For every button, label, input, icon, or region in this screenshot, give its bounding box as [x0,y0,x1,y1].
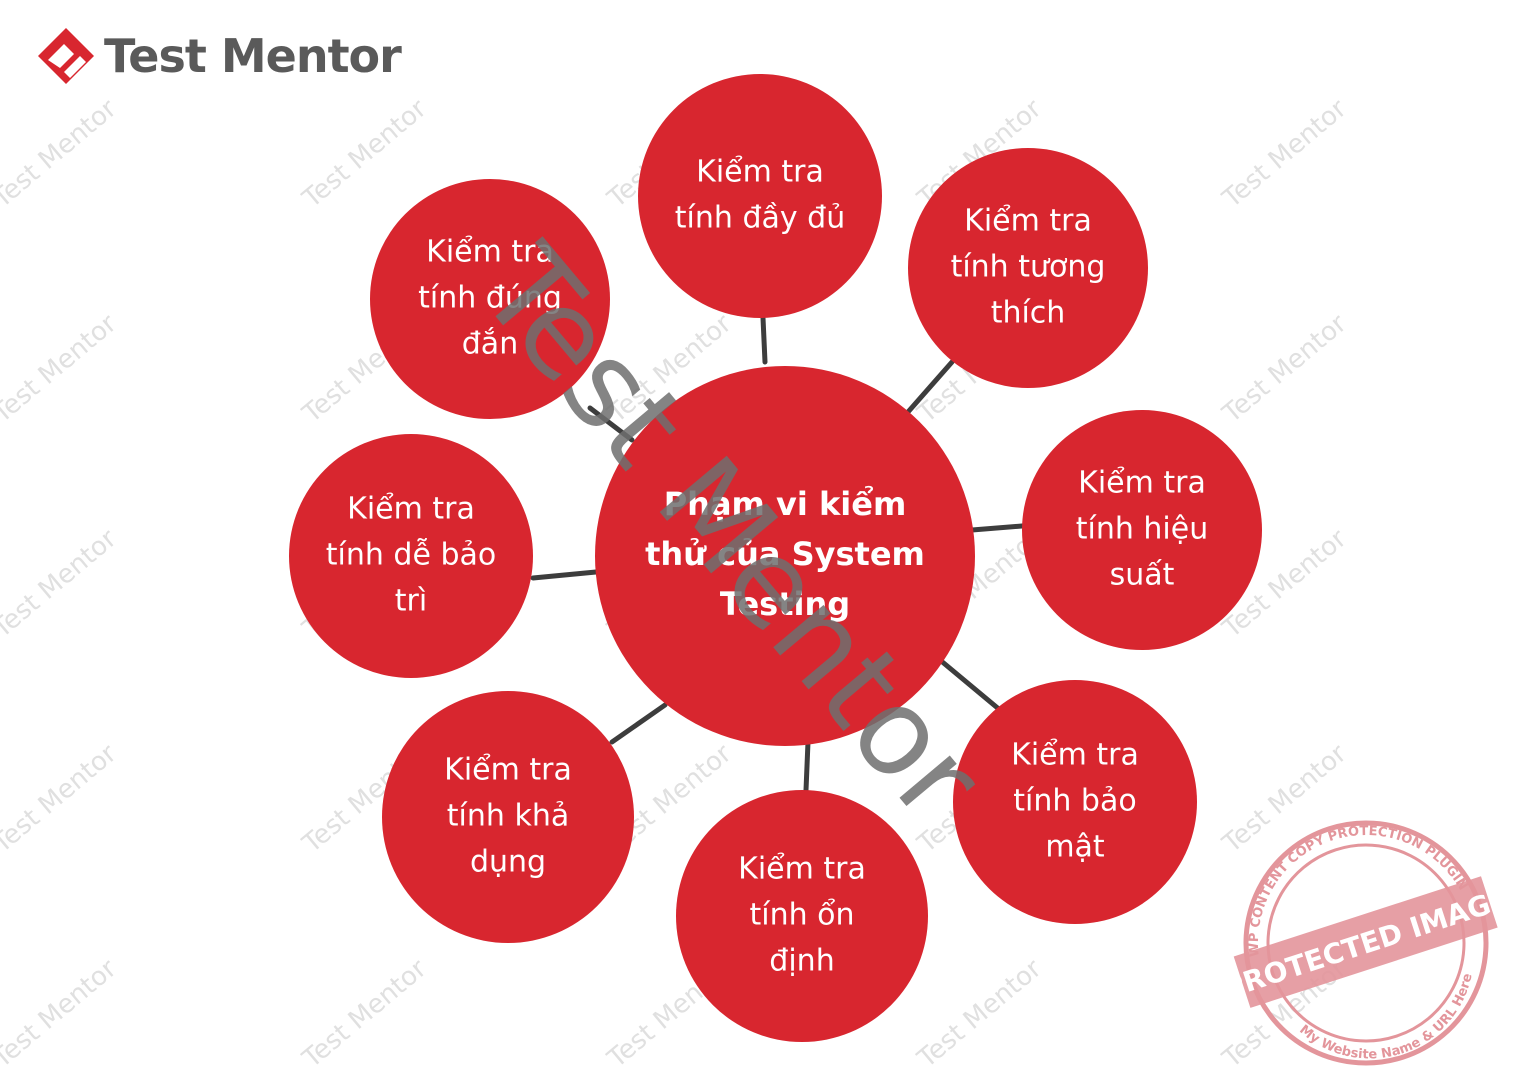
label-line: dụng [470,845,546,880]
node-label: Kiểm tra tính tương thích [951,203,1106,331]
label-line: thử của System [645,535,925,573]
center-bubble [595,366,975,746]
label-line: tính khả [447,799,569,834]
node-label: Kiểm tra tính bảo mật [1011,737,1139,865]
node-label: Kiểm tra tính khả dụng [444,752,572,880]
watermark-tile: Test Mentor [0,524,123,645]
node-label: Kiểm tra tính đúng đắn [418,234,562,362]
watermark-tile: Test Mentor [297,954,433,1075]
connector-tuong-thich [905,359,955,415]
node-dung-dan: Kiểm tra tính đúng đắn [370,179,610,419]
node-de-bao-tri: Kiểm tra tính dễ bảo trì [289,434,533,678]
node-bubble [289,434,533,678]
connector-on-dinh [803,739,811,793]
label-line: Phạm vi kiểm [664,485,907,523]
label-line: Kiểm tra [426,234,554,270]
watermark-tile: Test Mentor [0,309,123,430]
label-line: đắn [462,327,518,362]
node-bubble [638,74,882,318]
label-line: Testing [720,585,850,623]
label-line: tính đầy đủ [675,201,845,236]
connectors [530,315,1025,793]
label-line: tính bảo [1013,784,1136,819]
node-kha-dung: Kiểm tra tính khả dụng [382,691,634,943]
node-bubble [1022,410,1262,650]
node-bubble [370,179,610,419]
watermark-tile: Test Mentor [0,94,123,215]
watermark-tile: Test Mentor [1217,94,1353,215]
node-label: Kiểm tra tính ổn định [738,851,866,979]
connector-dung-dan [587,405,635,443]
label-line: mật [1045,830,1105,865]
connector-day-du [760,315,768,365]
label-line: tính tương [951,250,1106,285]
label-line: Kiểm tra [696,154,824,190]
scope-nodes: Kiểm tra tính đầy đủ Kiểm tra tính tương thí… [289,74,1262,1042]
connector-kha-dung [609,702,668,745]
node-hieu-suat: Kiểm tra tính hiệu suất [1022,410,1262,650]
label-line: trì [395,584,427,619]
node-bao-mat: Kiểm tra tính bảo mật [953,680,1197,924]
node-on-dinh: Kiểm tra tính ổn định [676,790,928,1042]
node-label: Kiểm tra tính đầy đủ [675,154,845,236]
watermark-tile: Test Mentor [297,94,433,215]
label-line: tính đúng [418,281,562,316]
node-tuong-thich: Kiểm tra tính tương thích [908,148,1148,388]
node-bubble [953,680,1197,924]
label-line: tính ổn [749,897,854,933]
label-line: tính hiệu [1076,512,1208,547]
brand-logo: Test Mentor [34,24,402,88]
connector-bao-mat [937,657,1003,713]
node-bubble [676,790,928,1042]
label-line: Kiểm tra [1078,465,1206,501]
node-label: Kiểm tra tính hiệu suất [1076,465,1208,593]
stamp-banner [1233,876,1498,1008]
label-line: suất [1110,558,1175,593]
label-line: Kiểm tra [964,203,1092,239]
label-line: Kiểm tra [1011,737,1139,773]
node-label: Kiểm tra tính dễ bảo trì [326,491,496,619]
connector-hieu-suat [969,523,1025,533]
brand-name: Test Mentor [104,29,402,83]
label-line: Kiểm tra [444,752,572,788]
node-bubble [382,691,634,943]
connector-de-bao-tri [530,569,599,581]
label-line: Kiểm tra [347,491,475,527]
node-day-du: Kiểm tra tính đầy đủ [638,74,882,318]
label-line: định [769,944,834,979]
label-line: thích [991,296,1066,331]
label-line: Kiểm tra [738,851,866,887]
watermark-tile: Test Mentor [1217,309,1353,430]
label-line: tính dễ bảo [326,538,496,573]
watermark-tile: Test Mentor [912,954,1048,1075]
test-mentor-logo-icon [38,28,94,84]
node-bubble [908,148,1148,388]
watermark-tile: Test Mentor [0,954,123,1075]
watermark-tile: Test Mentor [0,739,123,860]
